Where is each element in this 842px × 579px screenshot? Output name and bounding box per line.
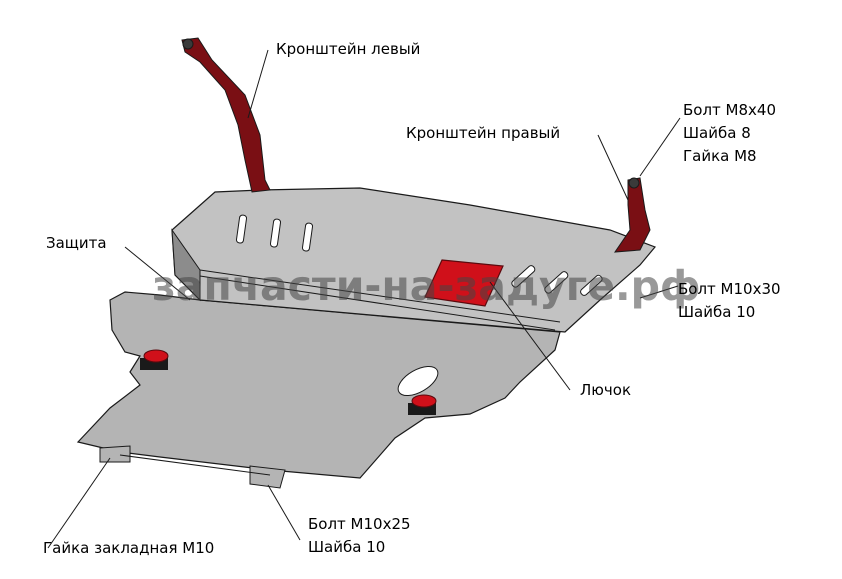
bracket-right (613, 177, 651, 253)
leader-lines (47, 49, 681, 549)
bottom-rail (119, 454, 271, 476)
mount-right (408, 394, 437, 415)
fold-line (199, 269, 561, 331)
label-guard: Защита (46, 234, 107, 252)
mount-left (140, 349, 169, 370)
label-bolt-m8x40: Болт М8х40 (683, 101, 777, 119)
label-washer-10-b: Шайба 10 (308, 538, 386, 556)
bottom-tab (249, 465, 286, 489)
label-washer-10-a: Шайба 10 (678, 303, 756, 321)
label-bolt-m10x25: Болт М10х25 (308, 515, 411, 533)
label-bolt-m10x30: Болт М10х30 (678, 280, 781, 298)
label-bracket-left: Кронштейн левый (276, 40, 421, 58)
label-washer-8: Шайба 8 (683, 124, 751, 142)
bottom-tab (99, 445, 131, 463)
label-nut-embedded: Гайка закладная М10 (43, 539, 215, 557)
label-hatch: Лючок (580, 381, 632, 399)
watermark: запчасти-на-задуге.рф (152, 262, 701, 310)
oval-cutout (397, 365, 439, 397)
bracket-left-bolt (182, 38, 194, 50)
bracket-right-bolt (628, 177, 640, 189)
vent-slots (235, 214, 603, 296)
service-hatch (424, 259, 504, 307)
label-nut-m8: Гайка М8 (683, 147, 757, 165)
label-bracket-right: Кронштейн правый (406, 124, 561, 142)
bracket-left (181, 37, 271, 193)
guard-front-face (171, 228, 201, 302)
